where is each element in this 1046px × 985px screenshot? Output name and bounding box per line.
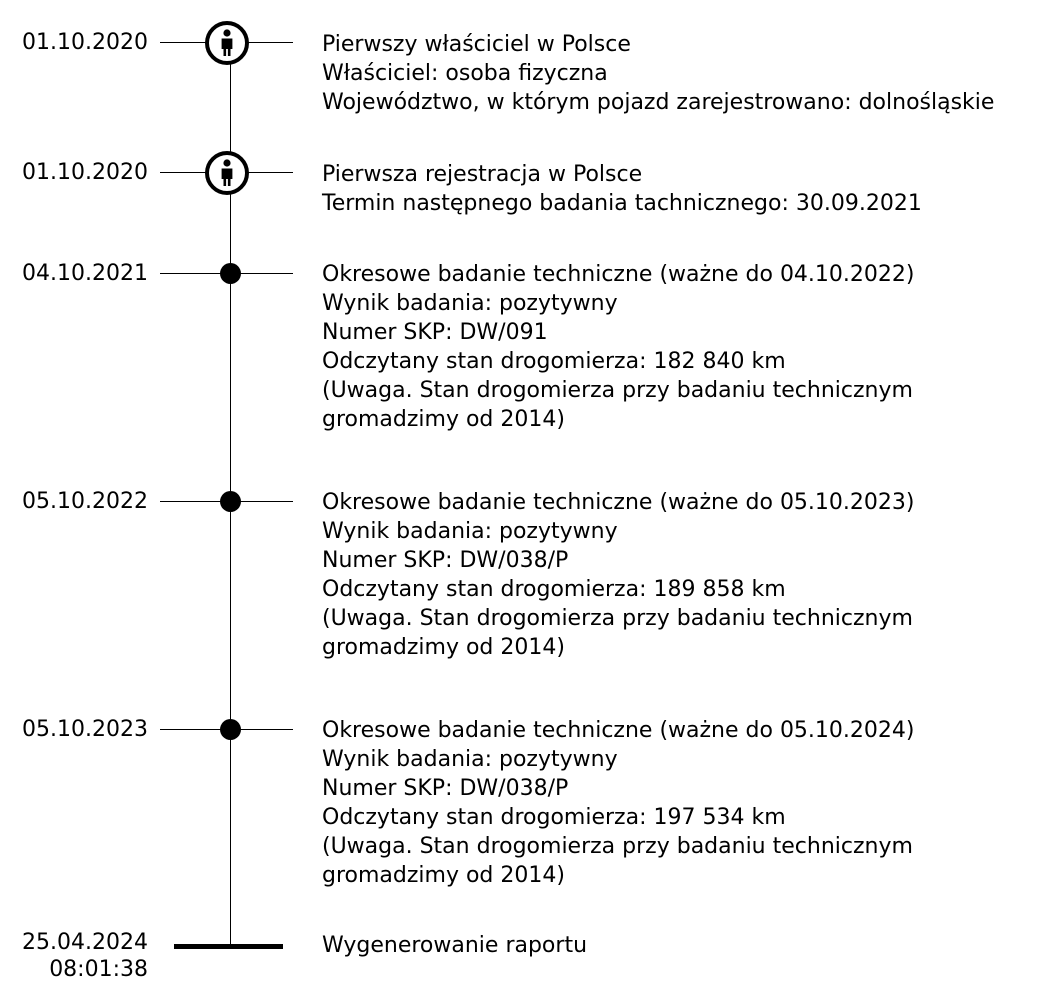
event-detail-line: Okresowe badanie techniczne (ważne do 05… [322, 490, 915, 515]
event-details: Okresowe badanie techniczne (ważne do 05… [322, 716, 915, 890]
event-date: 01.10.2020 [22, 30, 148, 55]
event-date: 05.10.2022 [22, 489, 148, 514]
event-detail-line: gromadzimy od 2014) [322, 635, 565, 660]
event-detail-line: Odczytany stan drogomierza: 182 840 km [322, 349, 786, 374]
report-label: Wygenerowanie raportu [322, 933, 588, 958]
event-detail-line: gromadzimy od 2014) [322, 863, 565, 888]
event-detail-line: Numer SKP: DW/038/P [322, 776, 569, 801]
event-detail-line: Województwo, w którym pojazd zarejestrow… [322, 90, 995, 115]
event-date: 01.10.2020 [22, 160, 148, 185]
event-detail-line: (Uwaga. Stan drogomierza przy badaniu te… [322, 378, 913, 403]
event-detail-line: Numer SKP: DW/038/P [322, 548, 569, 573]
event-detail-line: gromadzimy od 2014) [322, 407, 565, 432]
event-detail-line: (Uwaga. Stan drogomierza przy badaniu te… [322, 834, 913, 859]
report-date: 25.04.2024 [22, 930, 148, 955]
event-detail-line: Okresowe badanie techniczne (ważne do 04… [322, 262, 915, 287]
event-detail-line: Numer SKP: DW/091 [322, 320, 548, 345]
dot-icon [220, 263, 241, 284]
event-detail-line: Okresowe badanie techniczne (ważne do 05… [322, 718, 915, 743]
event-detail-line: Wynik badania: pozytywny [322, 291, 618, 316]
dot-icon [220, 491, 241, 512]
event-detail-line: Termin następnego badania tachnicznego: … [322, 191, 922, 216]
event-details: Okresowe badanie techniczne (ważne do 04… [322, 260, 915, 434]
event-date: 04.10.2021 [22, 261, 148, 286]
event-detail-line: Odczytany stan drogomierza: 189 858 km [322, 577, 786, 602]
event-detail-line: (Uwaga. Stan drogomierza przy badaniu te… [322, 606, 913, 631]
event-detail-line: Właściciel: osoba fizyczna [322, 61, 608, 86]
person-icon [205, 151, 249, 195]
event-details: Pierwsza rejestracja w Polsce Termin nas… [322, 160, 922, 218]
event-date: 05.10.2023 [22, 717, 148, 742]
event-details: Okresowe badanie techniczne (ważne do 05… [322, 488, 915, 662]
event-detail-line: Wynik badania: pozytywny [322, 519, 618, 544]
event-detail-line: Odczytany stan drogomierza: 197 534 km [322, 805, 786, 830]
event-detail-line: Pierwszy właściciel w Polsce [322, 32, 631, 57]
report-details: Wygenerowanie raportu [322, 931, 587, 960]
dot-icon [220, 719, 241, 740]
event-detail-line: Pierwsza rejestracja w Polsce [322, 162, 643, 187]
timeline-end-bar [174, 944, 283, 949]
person-icon [205, 21, 249, 65]
report-time: 08:01:38 [49, 957, 148, 982]
event-detail-line: Wynik badania: pozytywny [322, 747, 618, 772]
event-details: Pierwszy właściciel w Polsce Właściciel:… [322, 30, 994, 117]
